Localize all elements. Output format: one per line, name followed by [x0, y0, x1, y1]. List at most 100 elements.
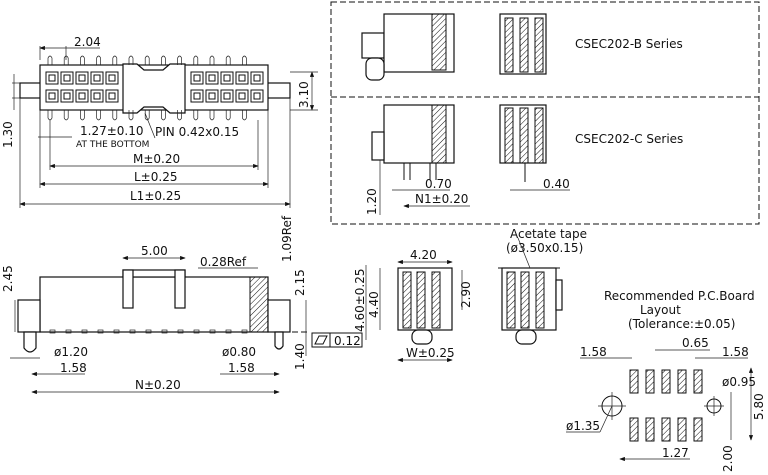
contact-cell [45, 71, 59, 85]
pin-bottom [225, 110, 231, 121]
dim-1-30: 1.30 [1, 121, 15, 148]
contact-cell [75, 71, 89, 85]
pcb-dim-1-27: 1.27 [662, 446, 689, 460]
side-pin [225, 329, 232, 334]
pcb-pad-top [629, 369, 639, 394]
dim-1-40: 1.40 [293, 343, 307, 370]
contact-cell-inner [108, 74, 116, 82]
contact-cell-inner [78, 92, 86, 100]
pcb-dim-0-65: 0.65 [682, 336, 709, 350]
side-pin [113, 329, 120, 334]
contact-cell [205, 89, 219, 103]
contact-cell-inner [63, 92, 71, 100]
contact-cell-inner [208, 74, 216, 82]
dim-1-09ref: 1.09Ref [280, 215, 294, 262]
note-at-the-bottom: AT THE BOTTOM [76, 140, 149, 150]
pin-top [193, 55, 199, 65]
contact-cell [205, 71, 219, 85]
pin-top [80, 55, 85, 65]
pcb-pad-bottom [677, 417, 687, 442]
contact-cell [250, 89, 264, 103]
pcb-pad-top [677, 369, 687, 394]
dim-m: M±0.20 [133, 152, 180, 166]
series-box: CSEC202-B Series CSEC202-C Series 0.70 0… [330, 1, 760, 225]
contact-cell-inner [238, 74, 246, 82]
contact-cell-inner [193, 74, 201, 82]
dim-2-04: 2.04 [74, 35, 101, 49]
contact-cell [60, 71, 74, 85]
contact-grid [45, 71, 264, 103]
pcb-layout: Recommended P.C.Board Layout (Tolerance:… [566, 289, 766, 472]
dim-5-00: 5.00 [141, 244, 168, 258]
pcb-dia-0-95: ø0.95 [722, 375, 756, 389]
dia-0-80: ø0.80 [222, 345, 256, 359]
pin-bottom [63, 110, 69, 121]
pin-bottom [128, 110, 134, 121]
side-pin [209, 329, 216, 334]
contact-cell-inner [193, 92, 201, 100]
contact-cell [90, 89, 104, 103]
pcb-dim-2-00: 2.00 [721, 445, 735, 472]
contact-cell-inner [48, 74, 56, 82]
dim-4-40: 4.40 [367, 291, 381, 318]
pin-bottom [209, 110, 215, 121]
contact-cell [235, 89, 249, 103]
pin-bottom [80, 110, 85, 121]
dim-w: W±0.25 [406, 346, 455, 360]
contact-cell [90, 71, 104, 85]
dim-2-45: 2.45 [1, 265, 15, 292]
side-pin [241, 329, 248, 334]
left-tab [19, 82, 43, 99]
pin-bottom [193, 110, 199, 121]
dim-1-58-right: 1.58 [228, 361, 255, 375]
contact-cell-inner [238, 92, 246, 100]
pin-bottom [161, 110, 166, 121]
contact-cell [220, 71, 234, 85]
pcb-pad-bottom [661, 417, 671, 442]
pcb-pad-top [693, 369, 703, 394]
series-b-label: CSEC202-B Series [575, 37, 683, 51]
side-pin [97, 329, 104, 334]
right-tab [265, 82, 291, 99]
end-view: 4.20 4.40 4.60±0.25 2.90 W±0.25 Acetate … [353, 227, 587, 363]
series-c-label: CSEC202-C Series [575, 132, 683, 146]
acetate-tape-size: (ø3.50x0.15) [506, 241, 583, 255]
pcb-pad-bottom [693, 417, 703, 442]
pin-top [128, 55, 134, 65]
contact-cell [190, 89, 204, 103]
pin-bottom [96, 110, 101, 121]
dim-l: L±0.25 [134, 170, 177, 184]
pin-top [112, 55, 118, 65]
dim-n: N±0.20 [135, 378, 181, 392]
contact-cell [235, 71, 249, 85]
pin-top [47, 55, 53, 65]
contact-cell [45, 89, 59, 103]
contact-cell [250, 71, 264, 85]
contact-cell [105, 71, 119, 85]
center-latch [122, 63, 186, 114]
pcb-title-1: Recommended P.C.Board [604, 289, 755, 303]
dim-1-20-series: 1.20 [365, 188, 379, 215]
dim-0-70: 0.70 [425, 177, 452, 191]
dim-4-20: 4.20 [410, 248, 437, 262]
flatness-value: 0.12 [334, 334, 361, 348]
pin-bottom [112, 110, 118, 121]
dim-l1: L1±0.25 [130, 189, 181, 203]
side-pin [65, 329, 72, 334]
pin-top [161, 55, 166, 65]
side-view: 5.00 0.28Ref 1.09Ref 2.45 2.15 1.40 0.12… [1, 215, 363, 395]
contact-cell-inner [93, 74, 101, 82]
contact-cell [220, 89, 234, 103]
pin-top [225, 55, 231, 65]
contact-cell [105, 89, 119, 103]
pcb-pad-top [645, 369, 655, 394]
side-pin [145, 329, 152, 334]
acetate-tape-label: Acetate tape [510, 227, 587, 241]
dim-3-10: 3.10 [297, 81, 311, 108]
dia-1-20: ø1.20 [54, 345, 88, 359]
contact-cell-inner [108, 92, 116, 100]
flatness-icon [314, 335, 328, 345]
top-view: 2.04 3.10 1.30 1.27±0.10 AT THE BOTTOM P… [1, 35, 318, 208]
contact-cell [75, 89, 89, 103]
pin-top [209, 55, 215, 65]
